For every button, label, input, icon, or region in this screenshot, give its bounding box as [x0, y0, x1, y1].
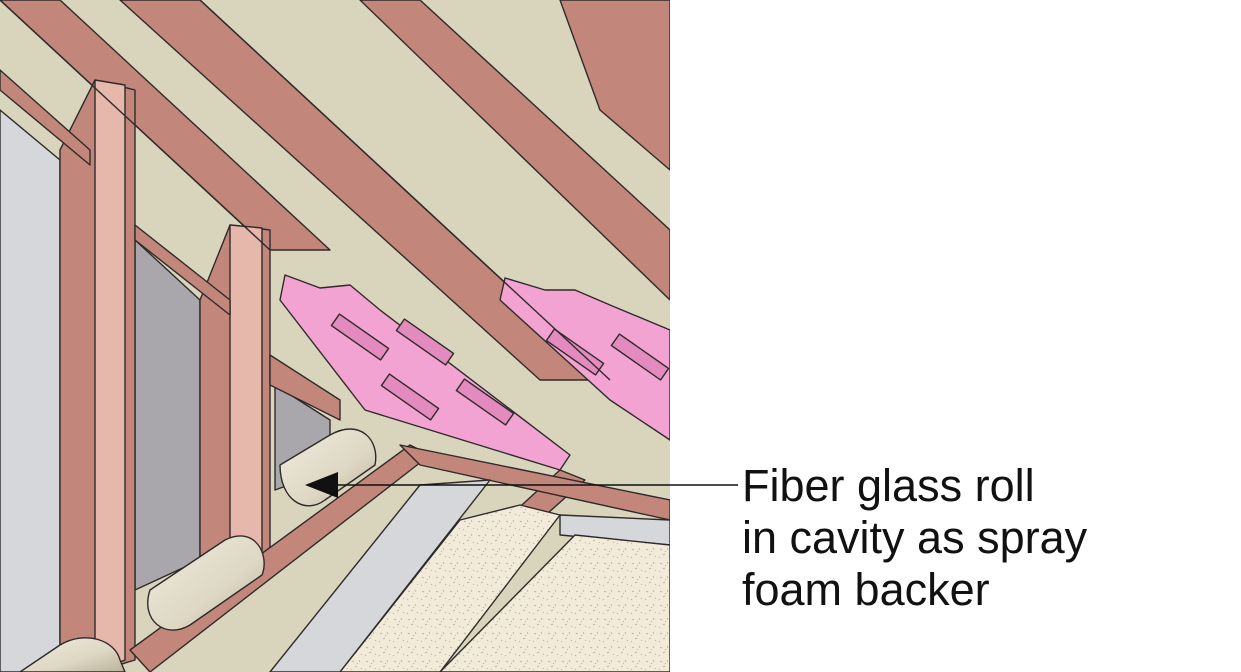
rafter-top-3: [359, 0, 670, 301]
blocking-mid: [134, 224, 231, 316]
ceiling-board: [269, 479, 491, 672]
baffle-slot: [330, 313, 390, 361]
loose-fill-insulation-right: [439, 534, 670, 672]
fiberglass-roll-bottom: [19, 637, 126, 672]
wall-plate: [399, 444, 670, 521]
fiberglass-roll-lower: [147, 535, 265, 631]
callout-label: Fiber glass roll in cavity as spray foam…: [742, 460, 1222, 616]
baffle-slot: [545, 328, 605, 376]
loose-fill-insulation: [339, 504, 561, 672]
callout-leader: [305, 472, 738, 498]
baffle-slot: [610, 333, 670, 381]
baffle-slot: [395, 318, 455, 366]
baffle-slot: [380, 373, 440, 421]
cavity-left: [134, 239, 201, 591]
fiberglass-roll-middle: [279, 428, 377, 507]
stud-1-face: [94, 79, 126, 672]
wall-sheet-left: [0, 109, 61, 672]
callout-line-3: foam backer: [742, 564, 990, 615]
arrow-pointer-icon: [305, 472, 338, 498]
rafter-top-4: [559, 0, 670, 171]
stud-2-face: [229, 224, 263, 581]
blocking-left: [0, 69, 91, 166]
callout-line-1: Fiber glass roll: [742, 460, 1035, 511]
baffle-slot: [455, 378, 515, 426]
top-plate-mid: [269, 354, 341, 421]
callout-line-2: in cavity as spray: [742, 512, 1088, 563]
